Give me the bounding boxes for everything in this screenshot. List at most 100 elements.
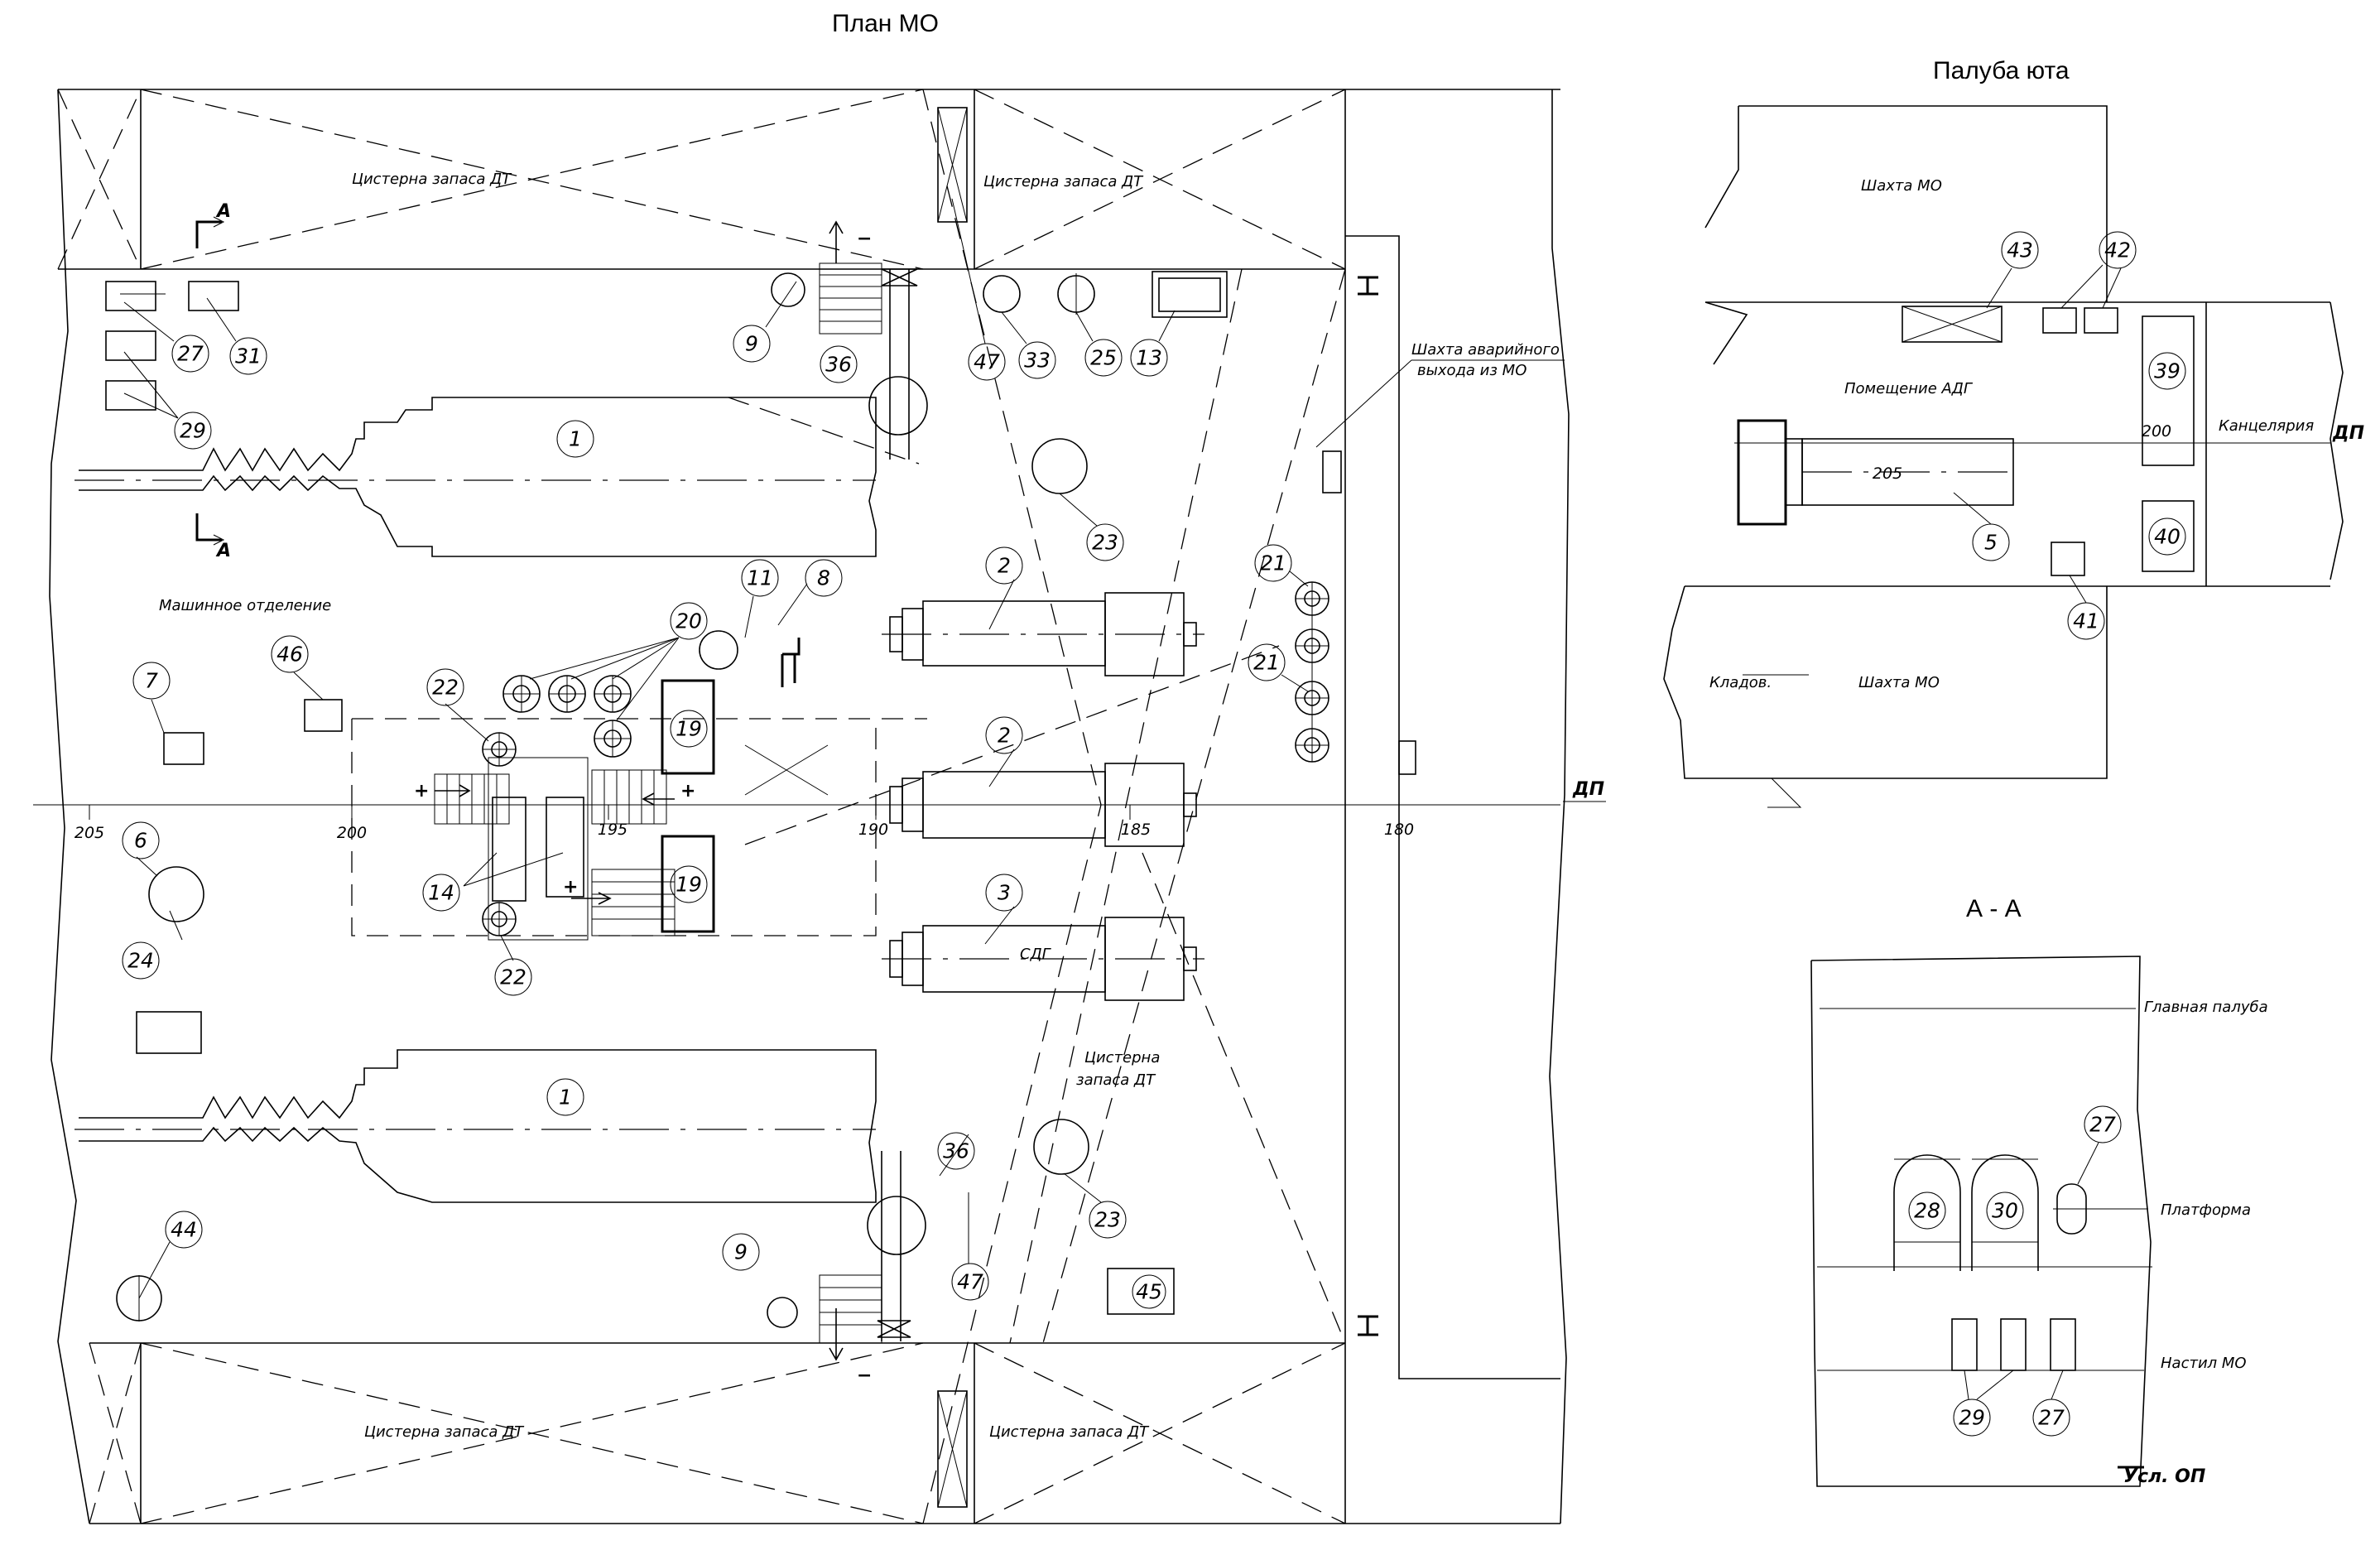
deck-plan [1663, 105, 2344, 808]
tank-vent-bot [937, 1390, 968, 1508]
balloon-41: 41 [2073, 609, 2099, 633]
frame-scale: 205 200 195 190 185 180 [75, 805, 1414, 842]
ladder-top: − [819, 220, 882, 335]
deck-office: Канцелярия [2219, 417, 2314, 435]
balloon-9-top: 9 [745, 332, 758, 356]
tank-label-bl: Цистерна запаса ДТ [364, 1423, 525, 1441]
equip-29-rect-a [105, 330, 156, 361]
balloon-29-sec: 29 [1959, 1406, 1985, 1430]
dp-label-plan: ДП [1572, 779, 1604, 800]
equip-19-bot [661, 835, 715, 933]
shaft-ladder-top [1358, 276, 1378, 296]
frame-190: 190 [858, 821, 888, 839]
equip-23-bot [1033, 1119, 1089, 1175]
balloon-36-top: 36 [825, 353, 852, 377]
shaft-leader [1315, 359, 1565, 448]
section-mark-a-bot: А [195, 513, 231, 561]
section-base: Усл. ОП [2123, 1466, 2205, 1487]
equip-13-rect [1152, 271, 1228, 318]
equip-33 [983, 275, 1021, 313]
balloon-7: 7 [145, 669, 158, 693]
balloon-27: 27 [177, 342, 204, 366]
equip-7-rect [163, 732, 204, 765]
generator-3-sdg: СДГ [882, 917, 1204, 1001]
section-title: А - А [1966, 895, 2022, 922]
ladder-bottom: − [819, 1274, 882, 1386]
balloon-22-bot: 22 [500, 965, 526, 989]
balloon-1-top: 1 [569, 427, 582, 451]
equip-14-rect-b [546, 797, 584, 898]
balloon-27-sec-bot: 27 [2038, 1406, 2065, 1430]
frame-200: 200 [337, 824, 367, 842]
deck-frame-205: 205 [1873, 465, 1902, 483]
equip-23-top [1031, 438, 1088, 494]
balloon-1-bot: 1 [559, 1086, 572, 1110]
section-platform: Платформа [2161, 1201, 2251, 1219]
section-balloons: 27 27 28 29 30 [1908, 1105, 2122, 1437]
deck-shaft-bot: Шахта МО [1858, 674, 1940, 691]
gauges-21 [1295, 581, 1329, 763]
shaft-door-mid [1398, 740, 1416, 775]
balloon-44: 44 [171, 1218, 197, 1242]
balloon-2-mid: 2 [998, 724, 1011, 748]
tank-vent-top [937, 107, 968, 223]
plan-balloons: 1 1 2 2 3 6 7 8 9 9 11 13 14 19 19 20 21… [122, 325, 1292, 1309]
section-main-deck: Главная палуба [2144, 999, 2268, 1016]
tank-vent-cross [937, 107, 968, 1508]
engine-room-label: Машинное отделение [159, 597, 331, 614]
plan-leaders [123, 198, 1309, 1299]
balloon-40: 40 [2154, 525, 2180, 549]
shaft-door-top [1322, 450, 1342, 493]
equip-29-rect-b [105, 380, 156, 411]
equip-36-bot [867, 1151, 926, 1341]
balloon-47-top: 47 [974, 350, 1000, 374]
svg-text:+: + [680, 781, 695, 802]
gauges-20 [502, 675, 632, 758]
platform-cross [744, 744, 829, 796]
equip-46-rect [304, 699, 343, 732]
gauges-22 [482, 732, 517, 936]
balloon-21-bot: 21 [1253, 651, 1280, 675]
equip-27-rect [105, 281, 156, 311]
balloon-27-sec-top: 27 [2089, 1113, 2116, 1137]
balloon-36-bot: 36 [943, 1139, 969, 1163]
main-engine-bottom [79, 1049, 877, 1203]
balloon-21-top: 21 [1260, 551, 1286, 575]
equip-8 [781, 638, 801, 687]
balloon-29: 29 [180, 419, 206, 443]
equip-36-top [868, 268, 928, 460]
section-mo-floor: Настил МО [2161, 1355, 2247, 1372]
balloon-2-top: 2 [998, 554, 1011, 578]
frame-180: 180 [1384, 821, 1414, 839]
balloon-24: 24 [127, 949, 154, 973]
deck-balloons: 5 39 40 41 42 43 [1953, 231, 2186, 640]
svg-text:+: + [414, 781, 429, 802]
generator-2-top [882, 592, 1204, 676]
balloon-23-top: 23 [1092, 531, 1118, 555]
section-mark-a-top: А [195, 201, 231, 248]
equip-6 [148, 866, 204, 922]
equip-24-rect [136, 1011, 202, 1054]
tank-label-mid-2: запаса ДТ [1076, 1071, 1156, 1089]
equip-11 [699, 630, 738, 670]
balloon-6: 6 [134, 829, 147, 853]
tank-label-tr: Цистерна запаса ДТ [983, 173, 1144, 190]
balloon-45: 45 [1136, 1280, 1162, 1304]
svg-text:+: + [563, 877, 578, 898]
shaft-label-2: выхода из МО [1417, 362, 1527, 379]
main-engine-top [79, 397, 877, 557]
equip-9-top [771, 272, 805, 307]
balloon-33: 33 [1024, 349, 1051, 373]
equip-crosshairs [138, 273, 1077, 1322]
plan-outline [33, 89, 1606, 1524]
balloon-13: 13 [1136, 346, 1162, 370]
equip-31-rect [188, 281, 239, 311]
balloon-28: 28 [1914, 1199, 1940, 1223]
equip-14-rect-a [492, 797, 526, 902]
balloon-8: 8 [817, 566, 830, 590]
deck-shaft-top: Шахта МО [1861, 177, 1942, 195]
balloon-11: 11 [747, 566, 773, 590]
svg-text:−: − [857, 229, 872, 249]
balloon-23-bot: 23 [1094, 1208, 1121, 1232]
balloon-47-bot: 47 [957, 1270, 983, 1294]
